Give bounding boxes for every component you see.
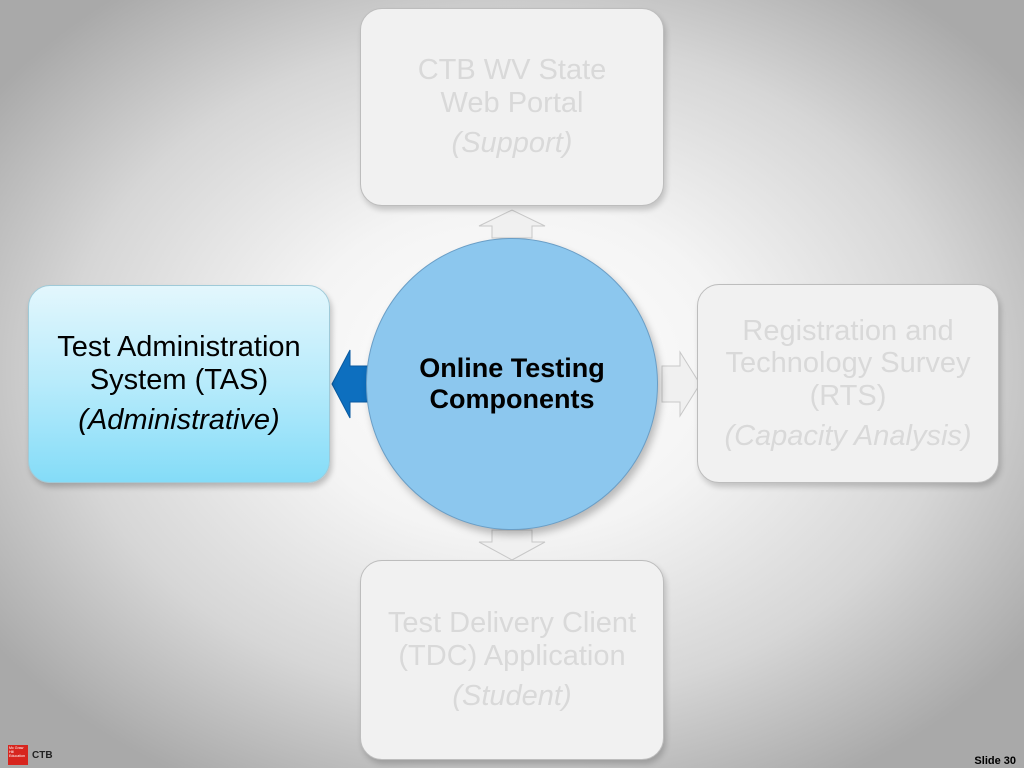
node-title: Test Delivery Client (TDC) Application [387,607,637,672]
node-subtitle: (Administrative) [78,404,280,437]
node-title: CTB WV State Web Portal [417,54,607,119]
slide-number: Slide 30 [974,755,1016,767]
ctb-logo: Mc Graw Hill Education CTB [8,745,53,765]
node-title: Test Administration System (TAS) [57,331,301,396]
node-subtitle: (Capacity Analysis) [724,419,972,452]
node-tdc: Test Delivery Client (TDC) Application (… [360,560,664,760]
node-subtitle: (Support) [451,127,573,160]
node-web-portal: CTB WV State Web Portal (Support) [360,8,664,206]
node-subtitle: (Student) [452,680,572,713]
arrow-down-to-tdc [478,529,546,561]
arrow-left-to-tas [331,349,371,419]
node-tas: Test Administration System (TAS) (Admini… [28,285,330,483]
arrow-up-to-portal [478,209,546,239]
arrow-right-to-rts [661,350,701,418]
logo-text: CTB [32,749,53,761]
node-rts: Registration and Technology Survey (RTS)… [697,284,999,483]
node-title: Registration and Technology Survey (RTS) [725,314,971,412]
mcgraw-hill-logo-icon: Mc Graw Hill Education [8,745,28,765]
hub-online-testing-components: Online Testing Components [366,238,658,530]
hub-label: Online Testing Components [419,352,605,414]
